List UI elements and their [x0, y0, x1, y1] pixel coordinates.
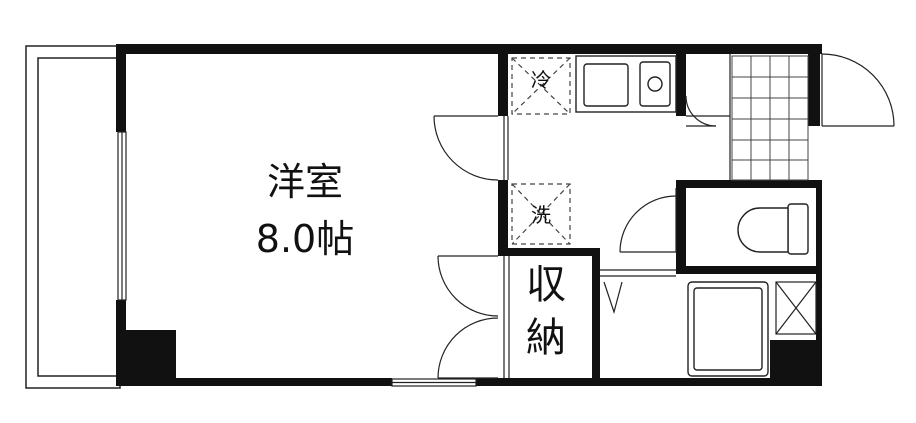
partition-lines [503, 54, 731, 378]
kitchen-counter [575, 55, 677, 113]
doors [433, 53, 895, 379]
appliance-spaces [511, 57, 571, 245]
balcony-window [117, 131, 127, 301]
bottom-window [391, 378, 477, 387]
fridge-space-label: 冷 [531, 68, 551, 92]
toilet-fixture [737, 203, 809, 255]
bathtub-fixture [687, 281, 769, 377]
main-room-walls [116, 44, 822, 386]
entrance-tiles [731, 55, 809, 181]
washer-space-label: 洗 [531, 203, 551, 227]
storage-label-bottom: 納 [526, 315, 566, 361]
main-room-name: 洋室 [266, 160, 343, 204]
storage-label-top: 収 [526, 262, 566, 308]
balcony [25, 45, 121, 389]
pipe-shaft [775, 281, 817, 335]
interior-walls [498, 54, 822, 386]
main-room-size: 8.0帖 [255, 217, 355, 261]
